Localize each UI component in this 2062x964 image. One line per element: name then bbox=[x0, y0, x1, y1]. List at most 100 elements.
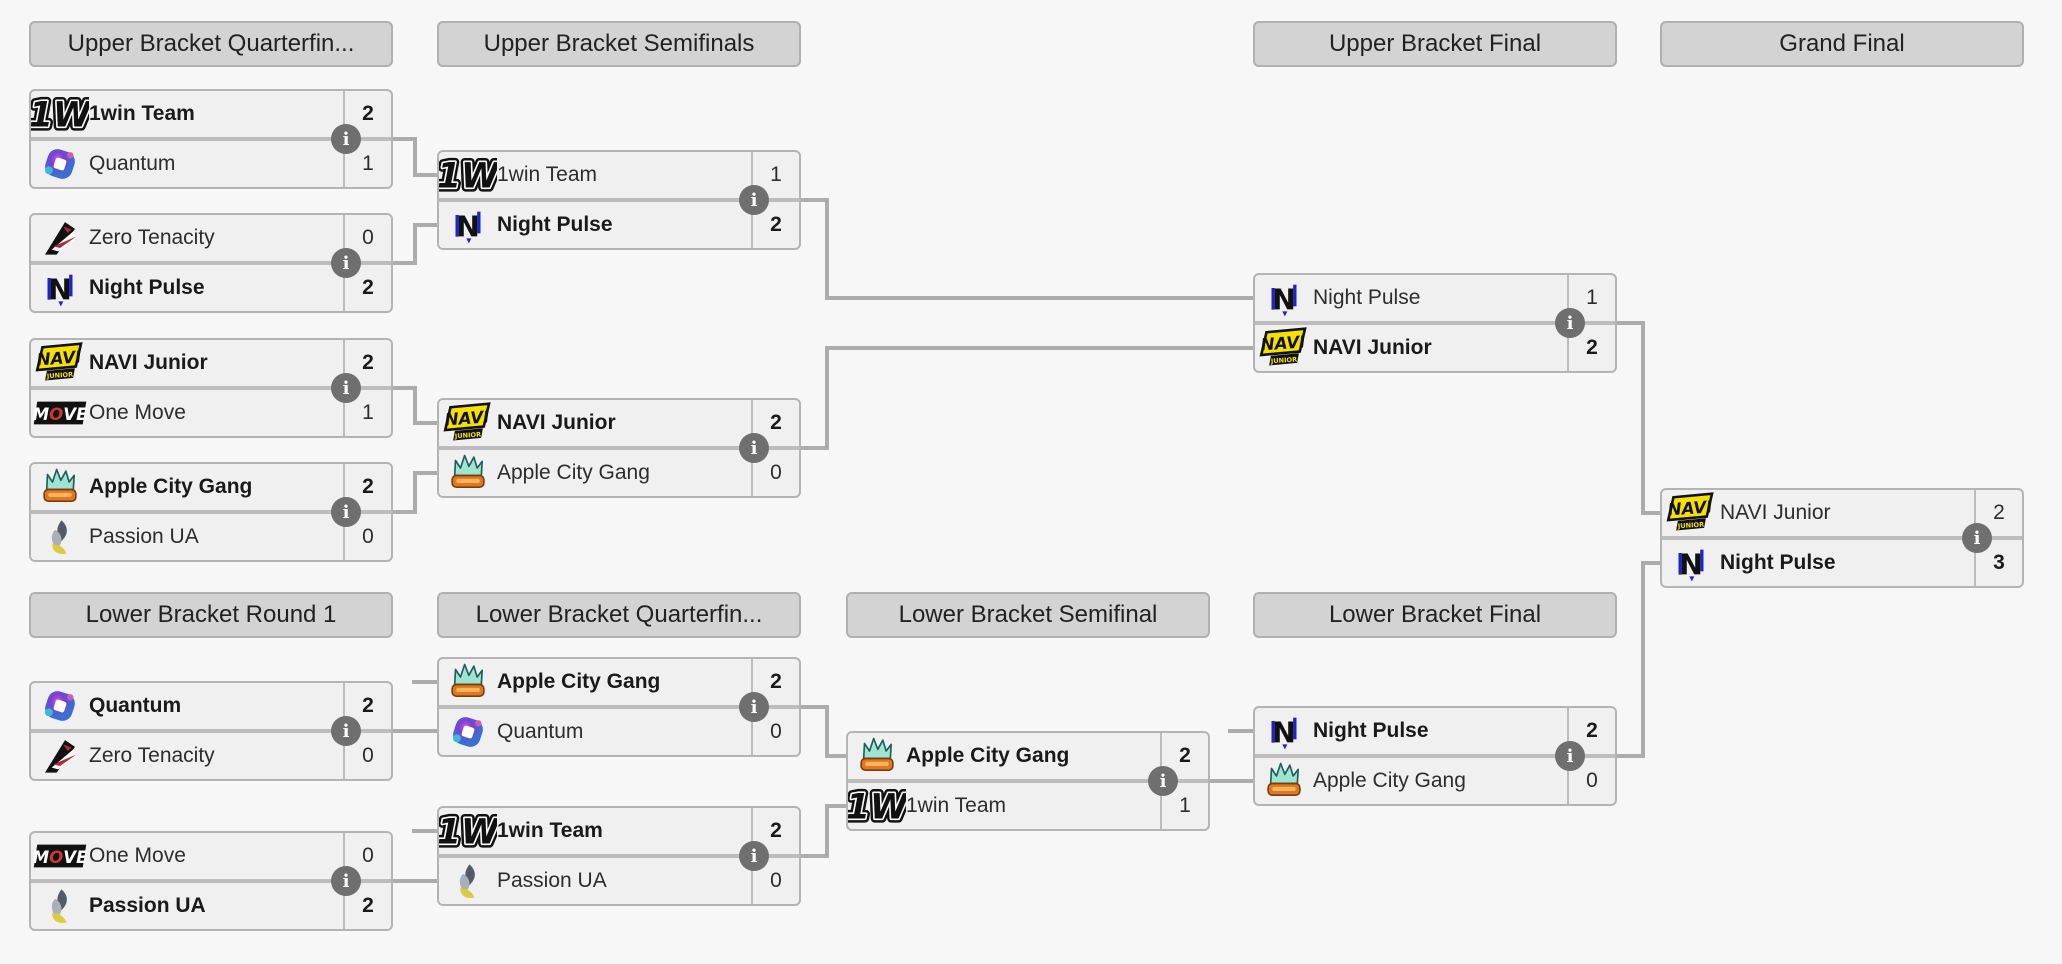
team-name[interactable]: Passion UA bbox=[89, 894, 206, 917]
match-lb-round1-2: One Move 0 Passion UA 2 i bbox=[29, 831, 393, 931]
team-score: 0 bbox=[343, 514, 391, 560]
team-score: 2 bbox=[1567, 708, 1615, 754]
team-name[interactable]: 1win Team bbox=[906, 794, 1006, 817]
info-icon[interactable]: i bbox=[739, 841, 769, 871]
team-name[interactable]: Quantum bbox=[497, 720, 584, 743]
team-score: 1 bbox=[343, 390, 391, 436]
team-row[interactable]: Quantum 2 bbox=[31, 683, 391, 729]
team-name[interactable]: Quantum bbox=[89, 694, 182, 717]
team-row[interactable]: 1win Team 2 bbox=[31, 91, 391, 137]
bracket-connector bbox=[393, 386, 417, 390]
team-name[interactable]: Apple City Gang bbox=[1313, 769, 1466, 792]
team-row[interactable]: Apple City Gang 0 bbox=[439, 450, 799, 496]
info-icon[interactable]: i bbox=[331, 124, 361, 154]
info-icon[interactable]: i bbox=[331, 373, 361, 403]
team-row[interactable]: Night Pulse 2 bbox=[1255, 708, 1615, 754]
bracket-connector bbox=[413, 223, 417, 265]
team-row[interactable]: Quantum 1 bbox=[31, 141, 391, 187]
team-row[interactable]: NAVI Junior 2 bbox=[439, 400, 799, 446]
bracket-connector bbox=[413, 386, 417, 425]
team-row[interactable]: Quantum 0 bbox=[439, 709, 799, 755]
team-name[interactable]: 1win Team bbox=[497, 819, 603, 842]
match-lb-final: Night Pulse 2 Apple City Gang 0 i bbox=[1253, 706, 1617, 806]
bracket-connector-stub bbox=[412, 680, 437, 684]
team-row[interactable]: Apple City Gang 2 bbox=[439, 659, 799, 705]
one-move-logo bbox=[31, 390, 89, 436]
team-name[interactable]: Night Pulse bbox=[1313, 286, 1421, 309]
team-name[interactable]: Apple City Gang bbox=[906, 744, 1070, 767]
info-icon[interactable]: i bbox=[1555, 741, 1585, 771]
team-row[interactable]: 1win Team 2 bbox=[439, 808, 799, 854]
team-score: 2 bbox=[343, 683, 391, 729]
bracket-connector bbox=[413, 223, 437, 227]
team-row[interactable]: Night Pulse 1 bbox=[1255, 275, 1615, 321]
team-row[interactable]: Zero Tenacity 0 bbox=[31, 215, 391, 261]
info-icon[interactable]: i bbox=[331, 248, 361, 278]
team-name[interactable]: NAVI Junior bbox=[89, 351, 208, 374]
team-name[interactable]: Night Pulse bbox=[1720, 551, 1836, 574]
team-name[interactable]: One Move bbox=[89, 401, 186, 424]
team-row[interactable]: Apple City Gang 2 bbox=[31, 464, 391, 510]
team-name[interactable]: 1win Team bbox=[497, 163, 597, 186]
team-row[interactable]: NAVI Junior 2 bbox=[1255, 325, 1615, 371]
team-name[interactable]: Passion UA bbox=[89, 525, 199, 548]
match-box: 1win Team 2 Quantum 1 bbox=[29, 89, 393, 189]
team-name[interactable]: NAVI Junior bbox=[1313, 336, 1432, 359]
info-icon[interactable]: i bbox=[1555, 308, 1585, 338]
team-name[interactable]: Zero Tenacity bbox=[89, 744, 215, 767]
match-lb-quarterfinal-2: 1win Team 2 Passion UA 0 i bbox=[437, 806, 801, 906]
match-divider bbox=[1255, 754, 1615, 758]
team-name[interactable]: One Move bbox=[89, 844, 186, 867]
match-divider bbox=[31, 137, 391, 141]
info-icon[interactable]: i bbox=[739, 433, 769, 463]
team-name[interactable]: Apple City Gang bbox=[497, 461, 650, 484]
match-ub-quarterfinal-4: Apple City Gang 2 Passion UA 0 i bbox=[29, 462, 393, 562]
match-box: Night Pulse 2 Apple City Gang 0 bbox=[1253, 706, 1617, 806]
team-row[interactable]: Apple City Gang 0 bbox=[1255, 758, 1615, 804]
match-divider bbox=[31, 386, 391, 390]
info-icon[interactable]: i bbox=[331, 497, 361, 527]
team-row[interactable]: Passion UA 2 bbox=[31, 883, 391, 929]
match-ub-semifinal-1: 1win Team 1 Night Pulse 2 i bbox=[437, 150, 801, 250]
team-name[interactable]: Zero Tenacity bbox=[89, 226, 215, 249]
team-row[interactable]: 1win Team 1 bbox=[439, 152, 799, 198]
bracket-connector bbox=[1641, 561, 1660, 565]
apple-city-gang-logo bbox=[31, 464, 89, 510]
one-move-logo bbox=[31, 833, 89, 879]
team-name[interactable]: Quantum bbox=[89, 152, 176, 175]
team-row[interactable]: Night Pulse 2 bbox=[439, 202, 799, 248]
team-name[interactable]: Night Pulse bbox=[1313, 719, 1429, 742]
team-name[interactable]: NAVI Junior bbox=[497, 411, 616, 434]
info-icon[interactable]: i bbox=[331, 716, 361, 746]
team-row[interactable]: Night Pulse 3 bbox=[1662, 540, 2022, 586]
team-row[interactable]: Passion UA 0 bbox=[31, 514, 391, 560]
team-row[interactable]: Apple City Gang 2 bbox=[848, 733, 1208, 779]
team-name[interactable]: Night Pulse bbox=[89, 276, 205, 299]
team-name[interactable]: 1win Team bbox=[89, 102, 195, 125]
team-name[interactable]: Apple City Gang bbox=[89, 475, 253, 498]
info-icon[interactable]: i bbox=[739, 692, 769, 722]
bracket-connector bbox=[1617, 754, 1645, 758]
info-icon[interactable]: i bbox=[1962, 523, 1992, 553]
quantum-logo bbox=[31, 683, 89, 729]
bracket-connector bbox=[1641, 561, 1645, 758]
1win-team-logo bbox=[31, 91, 89, 137]
team-row[interactable]: One Move 1 bbox=[31, 390, 391, 436]
team-row[interactable]: 1win Team 1 bbox=[848, 783, 1208, 829]
team-row[interactable]: NAVI Junior 2 bbox=[31, 340, 391, 386]
team-row[interactable]: Night Pulse 2 bbox=[31, 265, 391, 311]
info-icon[interactable]: i bbox=[1148, 766, 1178, 796]
team-name[interactable]: Apple City Gang bbox=[497, 670, 661, 693]
team-row[interactable]: Zero Tenacity 0 bbox=[31, 733, 391, 779]
team-row[interactable]: One Move 0 bbox=[31, 833, 391, 879]
team-row[interactable]: Passion UA 0 bbox=[439, 858, 799, 904]
info-icon[interactable]: i bbox=[739, 185, 769, 215]
team-row[interactable]: NAVI Junior 2 bbox=[1662, 490, 2022, 536]
team-name[interactable]: NAVI Junior bbox=[1720, 501, 1831, 524]
team-name[interactable]: Night Pulse bbox=[497, 213, 613, 236]
team-name[interactable]: Passion UA bbox=[497, 869, 607, 892]
info-icon[interactable]: i bbox=[331, 866, 361, 896]
match-box: Apple City Gang 2 1win Team 1 bbox=[846, 731, 1210, 831]
quantum-logo bbox=[439, 709, 497, 755]
match-divider bbox=[439, 198, 799, 202]
